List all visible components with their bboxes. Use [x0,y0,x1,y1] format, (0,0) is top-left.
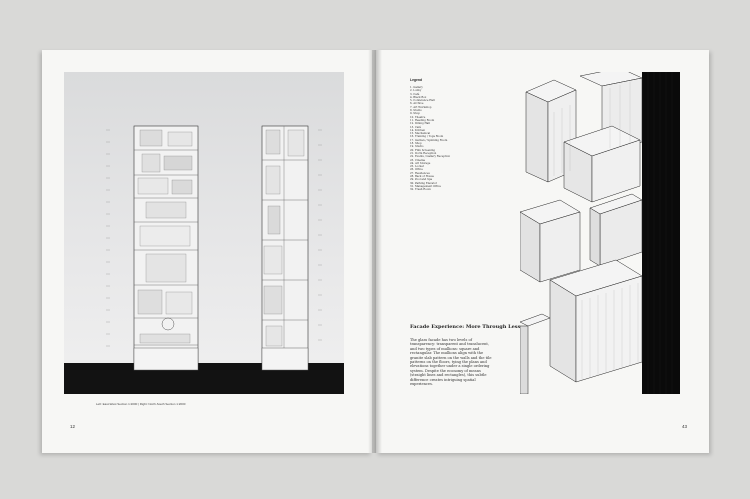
legend-item: 27. Residences [410,171,430,175]
page-number-right: 43 [682,424,688,429]
legend-item: 9. Shop [410,112,420,116]
legend-item: 6. Archive [410,102,424,106]
figure-caption: Left: East-West Section 1:2000 | Right: … [96,402,186,406]
legend-item: 10. Theatre [410,115,426,119]
page-number-left: 12 [70,424,76,429]
legend-item: 8. Studio [410,109,422,113]
legend-item: 31. Management Office [410,184,441,188]
section-tower-north-south [261,125,309,371]
legend-item: 11. Reading Room [410,118,435,122]
spine-shadow [368,50,382,453]
legend-item: 28. Back of House [410,175,434,179]
legend-item: 7. Art Workshop [410,105,432,109]
legend-item: 14. Kitchen [410,128,426,132]
legend-item: 21. Dorm Reception [410,151,437,155]
essay-body: The glass facade has two levels of trans… [410,338,492,387]
legend-item: 16. Training / Yoga Room [410,135,444,139]
level-markers-left [106,129,110,347]
axonometric-facade-drawing [520,72,680,394]
legend-title: Legend [410,78,423,82]
legend-item: 23. Cinema [410,158,425,162]
mullion-hatching [553,82,639,380]
legend-item: 4. Black Box [410,95,427,99]
legend-item: 13. Café [410,125,421,129]
legend-item: 12. Dining Hall [410,122,430,126]
legend-item: 30. Parking Elevator [410,181,438,185]
legend-item: 26. Office [410,168,423,172]
legend-item: 32. Trash Room [410,188,431,192]
legend-item: 15. Mechanical [410,132,431,136]
legend-item: 5. Conference Hall [410,99,435,103]
legend-item: 3. Café [410,92,420,96]
legend-item: 25. Locker [410,165,425,169]
legend-item: 20. Film Screening [410,148,436,152]
section-tower-east-west [133,125,199,371]
legend-item: 19. Studio [410,145,424,149]
legend-item: 18. Shop [410,142,422,146]
facade-black-strip [642,72,680,394]
stacked-volumes [520,72,643,394]
legend-item: 24. Art Storage [410,161,431,165]
facade-grid-lines [647,72,673,394]
legend-item: 17. Garden / Spinning Room [410,138,448,142]
legend-item: 29. Pool and Spa [410,178,433,182]
legend-item: 1. Gallery [410,86,423,89]
legend-item: 2. Lobby [410,89,422,93]
level-markers-right [318,129,322,341]
essay-title: Facade Experience: More Through Less [410,324,521,330]
legend-item: 22. Events / Gallery Reception [410,155,450,159]
